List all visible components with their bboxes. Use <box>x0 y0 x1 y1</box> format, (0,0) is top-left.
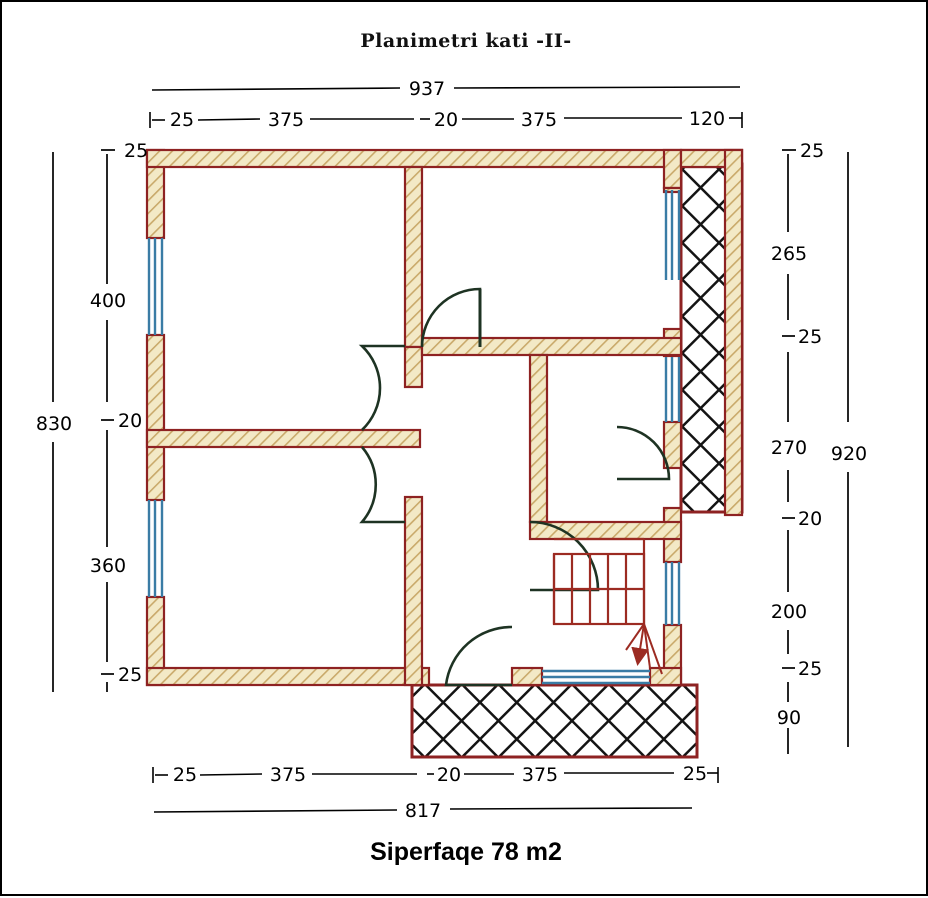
wall-interior-vertical-upper <box>403 165 424 349</box>
dim-left-c1: 25 <box>124 140 148 162</box>
window-right-small-room <box>664 357 681 422</box>
window-right-stairhall <box>664 562 681 625</box>
window-left-lower <box>147 500 164 597</box>
window-right-upper <box>664 190 681 280</box>
dim-bottom-c3: 20 <box>437 764 461 786</box>
wall-small-room-vertical <box>528 353 549 524</box>
dim-bottom-c1: 25 <box>173 764 197 786</box>
dim-top-c3: 20 <box>434 109 458 131</box>
wall-interior-left-divider <box>145 428 422 449</box>
wall-group <box>145 148 744 687</box>
door-hall-right <box>529 520 600 592</box>
area-caption: Siperfaqe 78 m2 <box>370 838 562 866</box>
dim-right-c7: 25 <box>798 658 822 680</box>
dim-left-c4: 360 <box>90 555 126 577</box>
dim-left-c3: 20 <box>118 410 142 432</box>
door-hall-top <box>420 287 482 348</box>
dim-bottom-overall-label: 817 <box>405 800 441 822</box>
wall-bottom-stub <box>510 666 544 687</box>
drawing-title: Planimetri kati -II- <box>360 30 572 52</box>
balcony-bottom <box>410 683 699 759</box>
wall-upper-right-room-bottom <box>420 336 683 357</box>
window-bottom-stairhall <box>542 669 650 685</box>
staircase <box>552 537 646 626</box>
dimension-bottom-overall <box>153 807 693 813</box>
dim-left-c2: 400 <box>90 290 126 312</box>
dim-top-c2: 375 <box>268 109 304 131</box>
dimension-top-chain <box>149 112 743 128</box>
door-bottom-left-room <box>444 625 513 687</box>
dim-bottom-c5: 25 <box>683 763 707 785</box>
dim-top-c1: 25 <box>170 109 194 131</box>
dim-right-c5: 20 <box>798 508 822 530</box>
wall-interior-vertical-mid <box>403 345 424 389</box>
window-group <box>147 190 681 685</box>
dim-right-c4: 270 <box>771 437 807 459</box>
wall-right-upper <box>662 148 683 190</box>
wall-interior-vertical-low <box>403 495 424 687</box>
dim-right-c2: 265 <box>771 243 807 265</box>
dimension-bottom-chain <box>152 767 719 783</box>
door-group <box>358 287 671 687</box>
dimension-right-chain <box>782 149 796 754</box>
dim-right-c8: 90 <box>777 707 801 729</box>
dim-right-c3: 25 <box>798 326 822 348</box>
dim-right-c6: 200 <box>771 601 807 623</box>
stair-direction-arrow <box>625 623 663 675</box>
wall-left-middle <box>145 333 166 502</box>
dim-left-c5: 25 <box>118 664 142 686</box>
dim-right-c1: 25 <box>800 140 824 162</box>
dim-left-overall-label: 830 <box>36 413 72 435</box>
wall-bottom-left <box>145 666 431 687</box>
door-hall-left2 <box>359 446 405 524</box>
dim-top-c4: 375 <box>521 109 557 131</box>
wall-bottom-right-stub <box>648 666 683 687</box>
dim-top-c5: 120 <box>689 108 725 130</box>
wall-right-balcony-edge <box>723 148 744 517</box>
dim-bottom-c4: 375 <box>522 764 558 786</box>
door-hall-left <box>358 344 405 431</box>
dim-bottom-c2: 375 <box>270 764 306 786</box>
door-small-room <box>616 425 671 481</box>
wall-top <box>145 148 744 169</box>
dim-top-overall-label: 937 <box>409 78 445 100</box>
window-left-upper <box>147 238 164 335</box>
dimension-top-overall <box>151 86 741 91</box>
dimension-left-chain <box>101 149 115 692</box>
dim-right-overall-label: 920 <box>831 443 867 465</box>
